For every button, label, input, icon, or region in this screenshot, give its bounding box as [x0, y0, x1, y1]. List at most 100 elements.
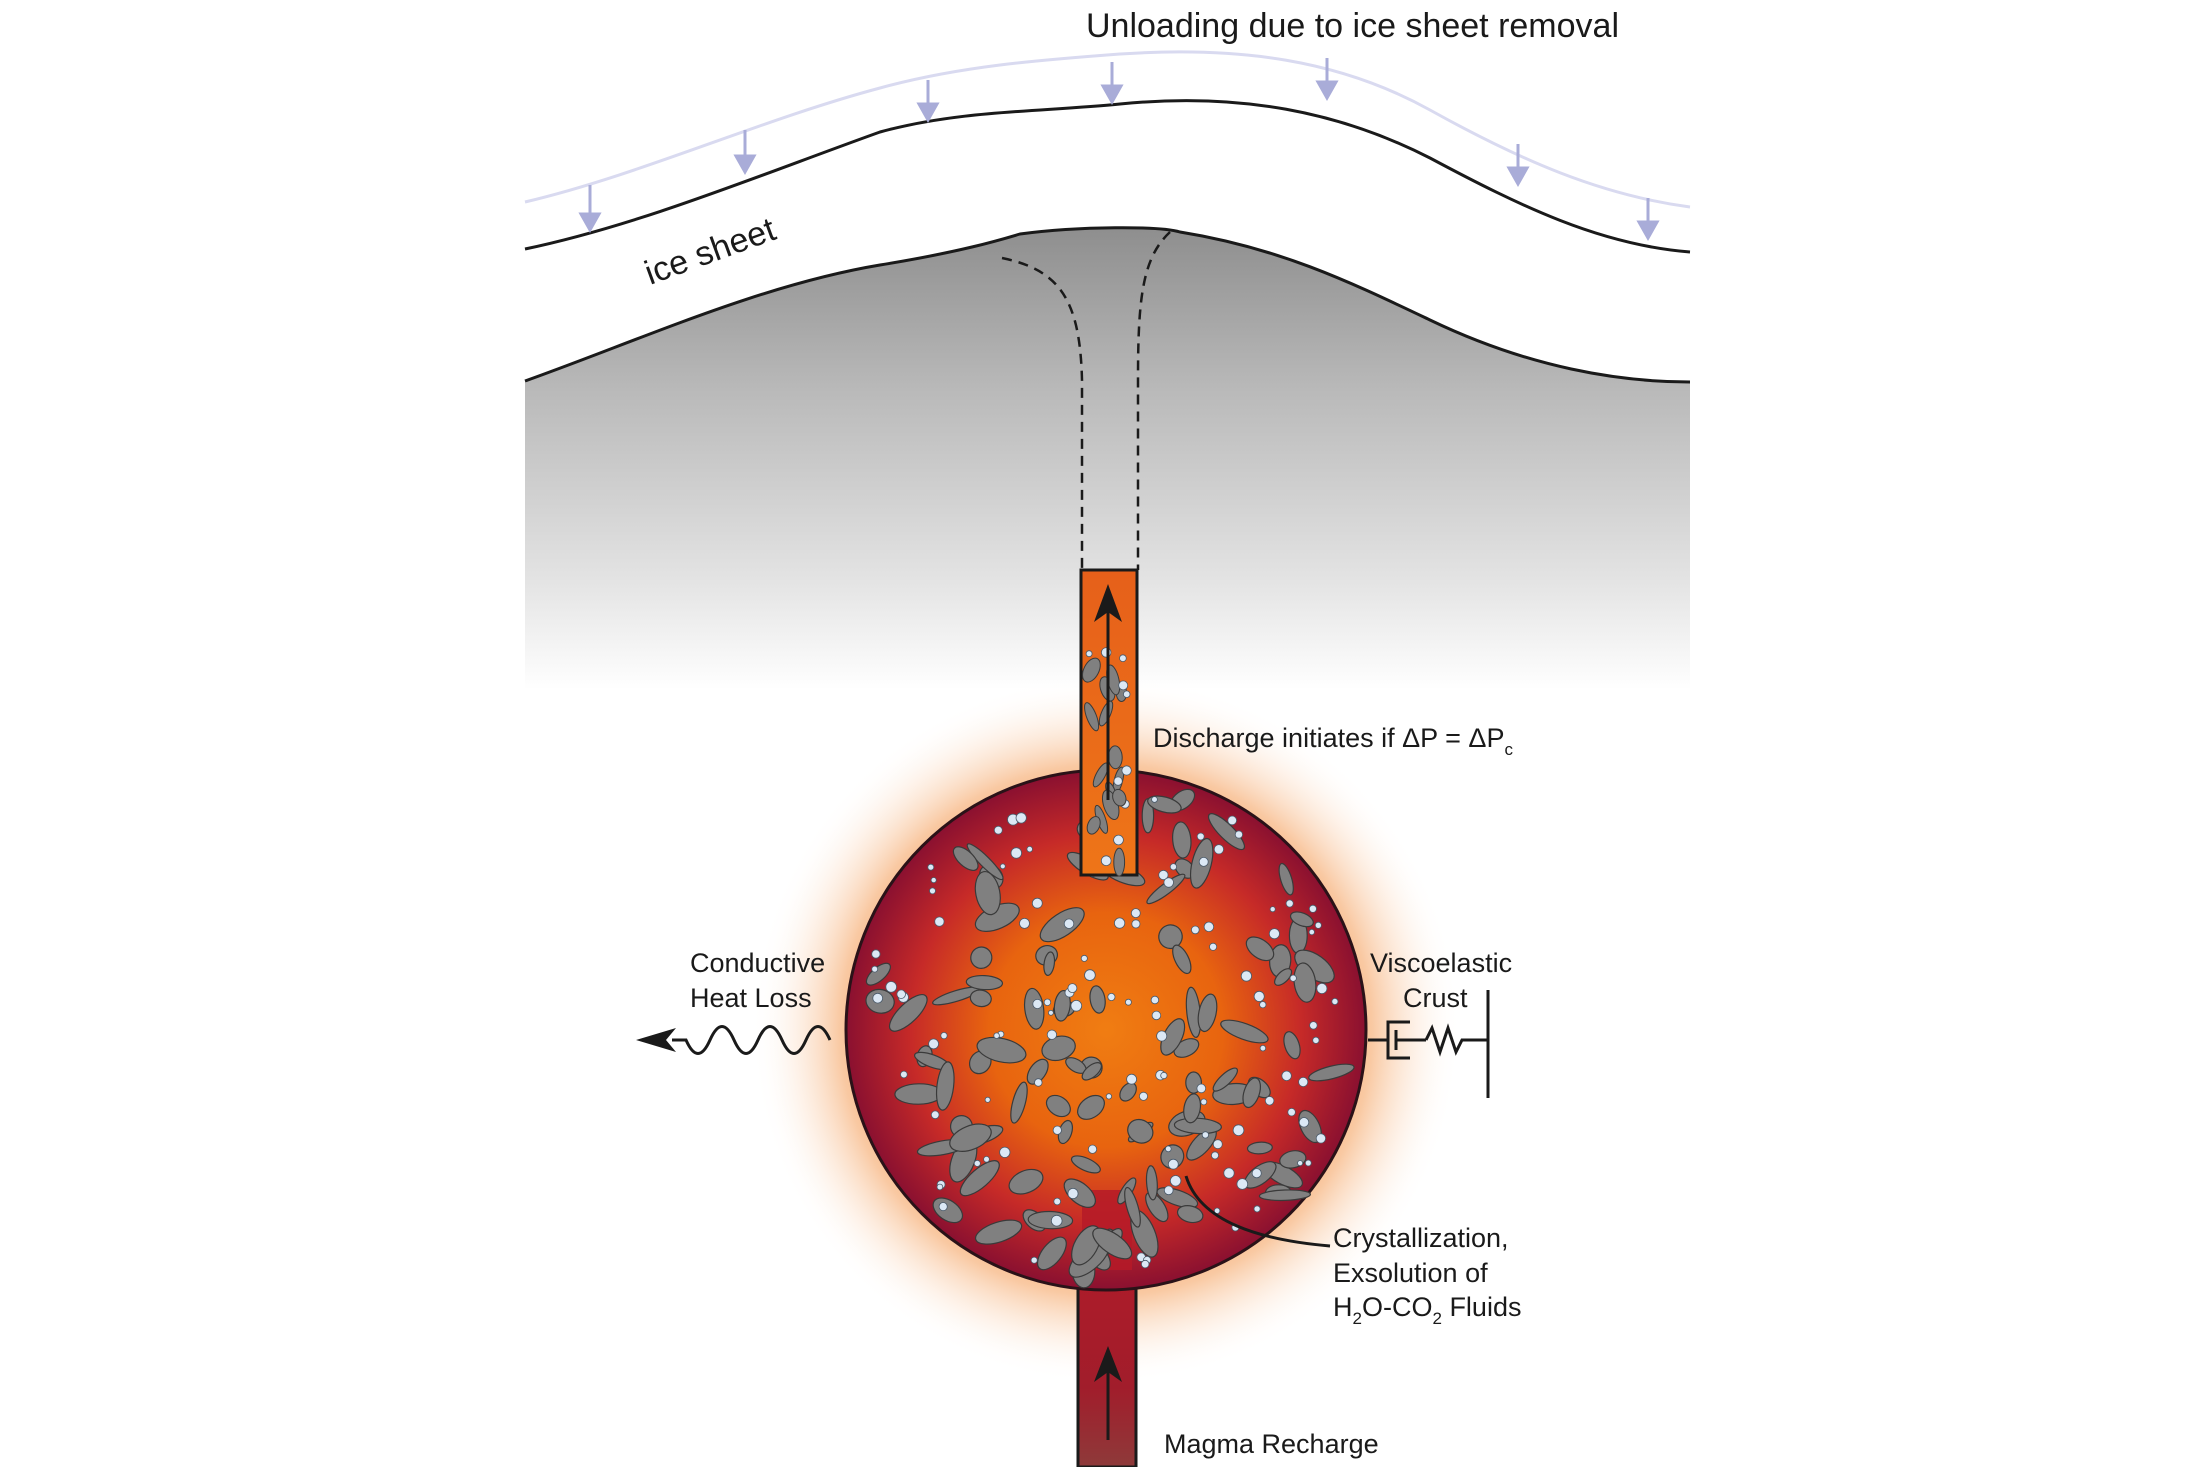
crystal	[1207, 813, 1246, 851]
bubble	[1126, 1073, 1137, 1085]
bubble	[993, 825, 1003, 835]
dashed-conduit-right	[1136, 231, 1171, 570]
crystal	[1212, 1067, 1239, 1092]
bubble	[1158, 869, 1169, 881]
bubble	[1050, 1214, 1063, 1227]
bubble	[900, 1070, 908, 1079]
bubble	[1053, 1197, 1061, 1206]
bubble	[885, 981, 897, 993]
crystal	[1258, 1189, 1311, 1202]
conduit-bubble	[1113, 834, 1124, 846]
crystal	[1043, 951, 1056, 977]
unloading-label: Unloading due to ice sheet removal	[1086, 7, 1619, 45]
bubble	[1298, 1077, 1309, 1088]
crystal	[1293, 962, 1317, 1003]
bubble	[1156, 1030, 1168, 1042]
bubble	[1308, 904, 1317, 913]
conductive-heat-loss-label: Conductive Heat Loss	[690, 948, 833, 1013]
bubble	[1201, 1131, 1210, 1139]
crystal	[1176, 1205, 1204, 1224]
conduit-bubble	[1100, 855, 1112, 866]
bubble	[984, 1096, 991, 1103]
crystal	[1092, 1227, 1133, 1260]
crystal	[1242, 1077, 1262, 1109]
crystal	[894, 1083, 944, 1105]
discharge-label: Discharge initiates if ΔP = ΔPc	[1153, 723, 1513, 759]
crystal	[1026, 1058, 1049, 1085]
bubble	[1139, 1091, 1149, 1101]
bubble	[1067, 1188, 1079, 1200]
crust-layer	[525, 227, 1690, 690]
crystal	[959, 1160, 1000, 1197]
discharge-arrow-head	[1094, 584, 1122, 622]
crystal	[970, 946, 993, 969]
bubble	[1131, 919, 1141, 929]
crystal	[1081, 1062, 1103, 1081]
crystals-and-bubbles	[865, 788, 1355, 1289]
bubble	[1169, 1175, 1182, 1187]
bubble	[1034, 1078, 1043, 1087]
conduit-crystal	[1086, 816, 1101, 835]
dashed-conduit-left	[1001, 256, 1084, 570]
bubble	[896, 989, 906, 999]
heat-loss-arrow-head	[636, 1028, 676, 1052]
bubble	[1331, 998, 1339, 1006]
bubble	[930, 877, 937, 884]
conduit-crystal	[1113, 847, 1126, 877]
bubble	[1151, 1010, 1162, 1021]
bubble	[871, 965, 879, 973]
bubble	[1287, 1107, 1296, 1117]
conduit-bubble	[1121, 765, 1132, 776]
bubble	[928, 1038, 939, 1050]
bubble	[1212, 1139, 1223, 1150]
bubble	[1200, 1098, 1208, 1106]
bubble	[1209, 942, 1218, 951]
crystal	[1145, 1165, 1158, 1201]
bubble	[1203, 921, 1215, 933]
crystal	[1289, 911, 1314, 928]
bubble	[1196, 832, 1205, 841]
conduit-bubble	[1113, 776, 1123, 786]
bubble	[929, 887, 936, 895]
unloading-arrows	[578, 58, 1660, 242]
bubble	[1308, 928, 1315, 936]
crystallization-label: Crystallization, Exsolution of	[1333, 1223, 1516, 1288]
bubble	[1211, 1151, 1220, 1160]
bubble	[1213, 844, 1225, 855]
crystal	[1278, 862, 1294, 896]
crystal	[1008, 1168, 1044, 1195]
crystal	[1220, 1019, 1269, 1044]
ice-sheet-label: ice sheet	[640, 210, 781, 292]
bubble	[871, 949, 881, 959]
crystal	[1039, 907, 1085, 943]
bubble	[1316, 983, 1328, 995]
bubble	[927, 863, 935, 871]
bubble	[1191, 925, 1200, 935]
crystal	[1197, 993, 1218, 1033]
bubble	[1298, 1117, 1310, 1128]
crystal	[1036, 1236, 1067, 1271]
bubble	[1285, 899, 1294, 908]
bubble	[1070, 999, 1083, 1012]
crust-surface-line	[524, 226, 1691, 384]
bubble	[1281, 1070, 1292, 1082]
viscoelastic-crust-label: Viscoelastic Crust	[1370, 948, 1520, 1013]
conduit-crystal	[1082, 657, 1101, 683]
bubble	[1087, 1144, 1098, 1154]
viscoelastic-symbol	[1368, 990, 1490, 1098]
bubble	[1251, 1168, 1262, 1179]
crystal	[969, 989, 992, 1008]
bubble	[930, 1110, 940, 1120]
crystal	[1053, 989, 1071, 1022]
bubble	[1232, 1124, 1245, 1136]
magma-recharge-label: Magma Recharge	[1164, 1429, 1379, 1459]
bubble	[1105, 1093, 1113, 1100]
ice-sheet-surface	[524, 99, 1691, 254]
crystal	[1146, 873, 1186, 905]
crystal	[1308, 1063, 1355, 1082]
heat-loss-wave	[672, 1025, 832, 1055]
bubble	[1259, 1044, 1267, 1052]
bubble	[973, 1159, 981, 1167]
bubble	[1084, 969, 1096, 981]
